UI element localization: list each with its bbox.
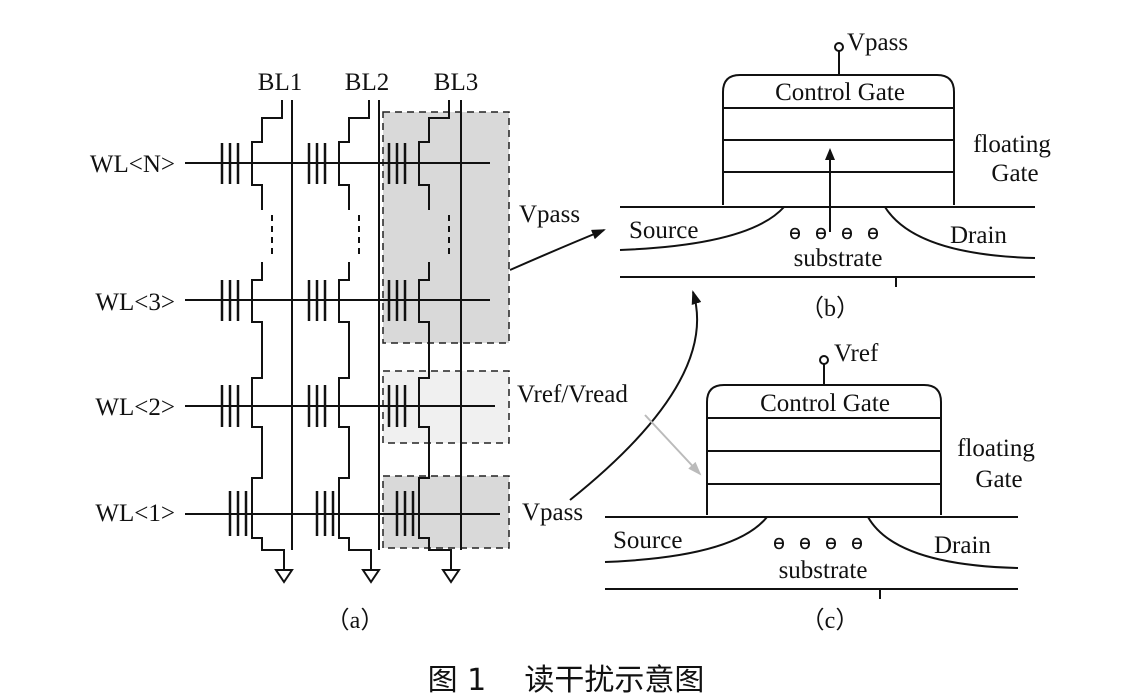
electron-symbol: ɵ <box>851 530 863 554</box>
panel-a-nand-array: BL1 BL2 BL3 WL<N> WL<3> WL<2> WL<1> <box>90 69 628 634</box>
panel-b-labels: Vpass Control Gate floating Gate Source … <box>629 29 1051 322</box>
bitline-label: BL1 <box>258 69 302 96</box>
source-label: Source <box>613 527 682 554</box>
electron-symbol: ɵ <box>789 220 801 244</box>
electron-symbol: ɵ <box>773 530 785 554</box>
panel-c-labels: Vref Control Gate floating Gate Source D… <box>613 340 1035 634</box>
drain-label: Drain <box>934 532 991 559</box>
pass-region-bottom <box>382 475 510 549</box>
wordline-label: WL<N> <box>90 151 175 178</box>
string-bl1 <box>220 100 294 584</box>
vpass-annotation-bottom: Vpass <box>522 499 583 526</box>
panel-a-caption: （a） <box>326 608 385 634</box>
drain-label: Drain <box>950 222 1007 249</box>
wordline-label: WL<2> <box>95 394 175 421</box>
panel-c-caption: （c） <box>801 608 860 634</box>
wordline-label: WL<1> <box>95 500 175 527</box>
arrow-to-panel-c <box>644 414 702 476</box>
arrow-to-panel-b <box>509 229 606 271</box>
figure-caption: 图 1 读干扰示意图 <box>428 663 705 698</box>
floating-gate-label: floating <box>957 435 1035 462</box>
bitline-label: BL3 <box>434 69 478 96</box>
electron-symbol: ɵ <box>815 220 827 244</box>
floating-gate-label: floating <box>973 131 1051 158</box>
control-gate-label: Control Gate <box>760 390 890 417</box>
control-gate-label: Control Gate <box>775 79 905 106</box>
vpass-annotation-top: Vpass <box>519 201 580 228</box>
gate-voltage-label: Vpass <box>847 29 908 56</box>
arrow-bottom-to-panel-b <box>569 290 702 501</box>
panel-b-caption: （b） <box>800 296 860 322</box>
panel-b-transistor <box>619 42 1036 287</box>
substrate-label: substrate <box>794 245 883 272</box>
substrate-label: substrate <box>779 557 868 584</box>
panel-c-transistor <box>604 355 1019 599</box>
electron-symbol: ɵ <box>867 220 879 244</box>
wordline-label: WL<3> <box>95 289 175 316</box>
string-bl2 <box>307 100 381 584</box>
string-bl3 <box>387 100 462 584</box>
bitline-label: BL2 <box>345 69 389 96</box>
source-label: Source <box>629 217 698 244</box>
floating-gate-label: Gate <box>975 466 1022 493</box>
bitline-strings <box>220 100 462 584</box>
electron-symbol: ɵ <box>841 220 853 244</box>
vref-vread-annotation: Vref/Vread <box>517 381 628 408</box>
electron-symbol: ɵ <box>799 530 811 554</box>
gate-voltage-label: Vref <box>834 340 879 367</box>
pass-region-top <box>382 111 510 344</box>
electron-symbol: ɵ <box>825 530 837 554</box>
floating-gate-label: Gate <box>991 160 1038 187</box>
